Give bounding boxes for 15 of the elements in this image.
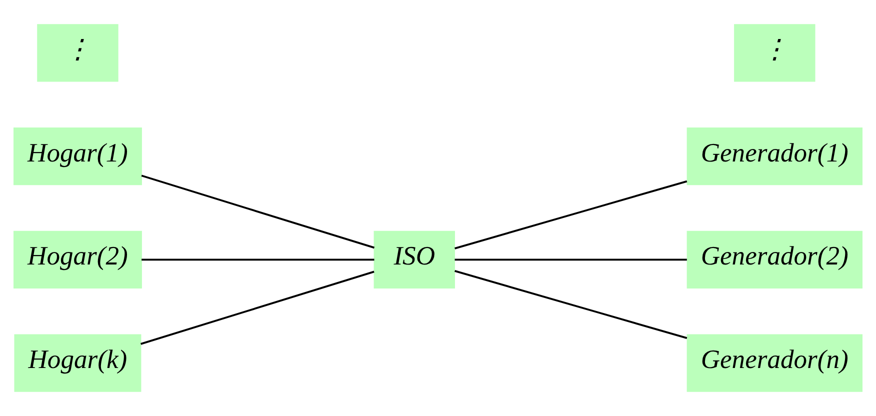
connector	[141, 174, 375, 249]
node-box: ISO	[374, 230, 455, 288]
node-box: Hogar(1)	[13, 128, 142, 186]
node-box: Hogar(k)	[14, 334, 142, 392]
node-box: Hogar(2)	[13, 230, 142, 288]
node-box: ⋮	[37, 24, 118, 82]
connector	[142, 258, 374, 261]
node-box: Generador(n)	[686, 334, 863, 392]
connector	[140, 270, 374, 345]
node-box: ⋮	[734, 24, 816, 82]
connector	[454, 270, 688, 339]
node-box: Generador(1)	[686, 128, 863, 186]
node-box: Generador(2)	[686, 230, 863, 288]
connector	[454, 180, 688, 250]
connector	[454, 258, 687, 261]
